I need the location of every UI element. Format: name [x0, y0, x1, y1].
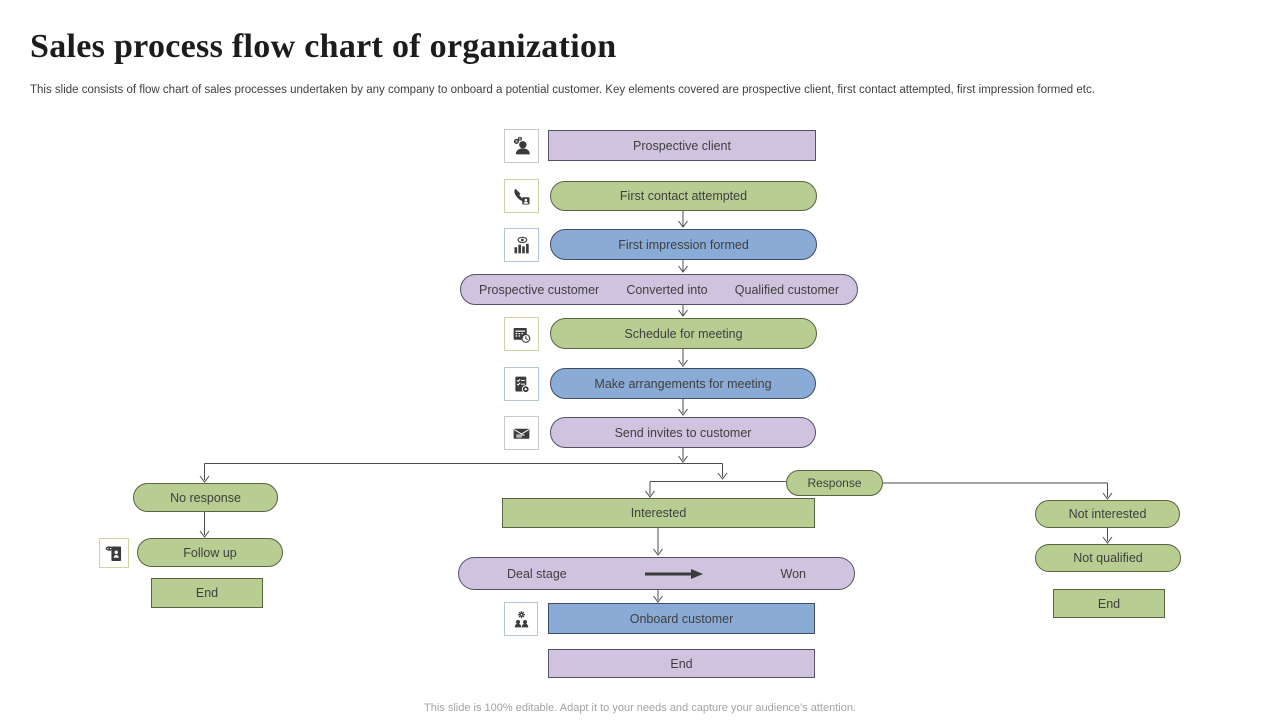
node-label-converted-into: Converted into [626, 282, 708, 297]
make-arrangements-iconbox[interactable] [504, 367, 539, 401]
node-label: Prospective client [633, 138, 731, 153]
phone-contact-icon [514, 188, 530, 205]
node-schedule-for-meeting[interactable]: Schedule for meeting [550, 318, 817, 349]
node-no-response[interactable]: No response [133, 483, 278, 512]
chart-eye-icon [514, 236, 529, 253]
node-label: Response [807, 476, 862, 490]
node-label: Make arrangements for meeting [594, 376, 772, 391]
node-end-center[interactable]: End [548, 649, 815, 678]
clipboard-person-icon [105, 545, 121, 561]
node-interested[interactable]: Interested [502, 498, 815, 528]
node-make-arrangements-for-meeting[interactable]: Make arrangements for meeting [550, 368, 816, 399]
node-end-left[interactable]: End [151, 578, 263, 608]
calendar-clock-icon [513, 327, 531, 343]
slide-footer-note: This slide is 100% editable. Adapt it to… [424, 702, 856, 714]
first-impression-iconbox[interactable] [504, 228, 539, 262]
svg-text:$: $ [519, 136, 521, 140]
node-label-qualified-customer: Qualified customer [734, 282, 839, 297]
node-label: Follow up [183, 545, 237, 560]
node-not-qualified[interactable]: Not qualified [1035, 544, 1181, 572]
node-first-impression-formed[interactable]: First impression formed [550, 229, 817, 260]
node-label: End [195, 586, 219, 600]
node-label-deal-stage: Deal stage [507, 566, 567, 581]
person-money-icon: $ $ [513, 136, 530, 154]
node-converted-into[interactable]: Prospective customer Converted into Qual… [460, 274, 858, 305]
envelope-icon [513, 428, 530, 439]
slide-subtitle: This slide consists of flow chart of sal… [30, 84, 1095, 96]
node-label: Send invites to customer [614, 425, 752, 440]
schedule-iconbox[interactable] [504, 317, 539, 351]
team-gear-icon [514, 610, 528, 627]
node-label: End [670, 656, 693, 671]
node-label: First impression formed [618, 237, 749, 252]
node-label: First contact attempted [619, 189, 748, 203]
node-label: Schedule for meeting [624, 326, 743, 341]
node-follow-up[interactable]: Follow up [137, 538, 283, 567]
node-prospective-client[interactable]: Prospective client [548, 130, 816, 161]
node-send-invites-to-customer[interactable]: Send invites to customer [550, 417, 816, 448]
first-contact-iconbox[interactable] [504, 179, 539, 213]
node-end-right[interactable]: End [1053, 589, 1165, 618]
node-deal-stage[interactable]: Deal stage Won [458, 557, 855, 590]
follow-up-iconbox[interactable] [99, 538, 129, 568]
svg-text:$: $ [515, 138, 518, 143]
node-label: No response [170, 490, 241, 505]
node-not-interested[interactable]: Not interested [1035, 500, 1180, 528]
node-label-prospective-customer: Prospective customer [479, 282, 600, 297]
page-title: Sales process flow chart of organization [30, 28, 617, 65]
deal-stage-arrow-icon [644, 568, 703, 579]
node-onboard-customer[interactable]: Onboard customer [548, 603, 815, 634]
send-invites-iconbox[interactable] [504, 416, 539, 450]
prospective-client-iconbox[interactable]: $ $ [504, 129, 539, 163]
node-label-won: Won [780, 566, 806, 581]
node-response[interactable]: Response [786, 470, 883, 496]
node-label: End [1097, 596, 1121, 611]
node-label: Interested [630, 506, 687, 520]
node-label: Onboard customer [629, 611, 734, 626]
node-label: Not qualified [1073, 551, 1143, 565]
checklist-gear-icon [515, 376, 530, 393]
node-label: Not interested [1068, 507, 1147, 521]
node-first-contact-attempted[interactable]: First contact attempted [550, 181, 817, 211]
onboard-iconbox[interactable] [504, 602, 538, 636]
